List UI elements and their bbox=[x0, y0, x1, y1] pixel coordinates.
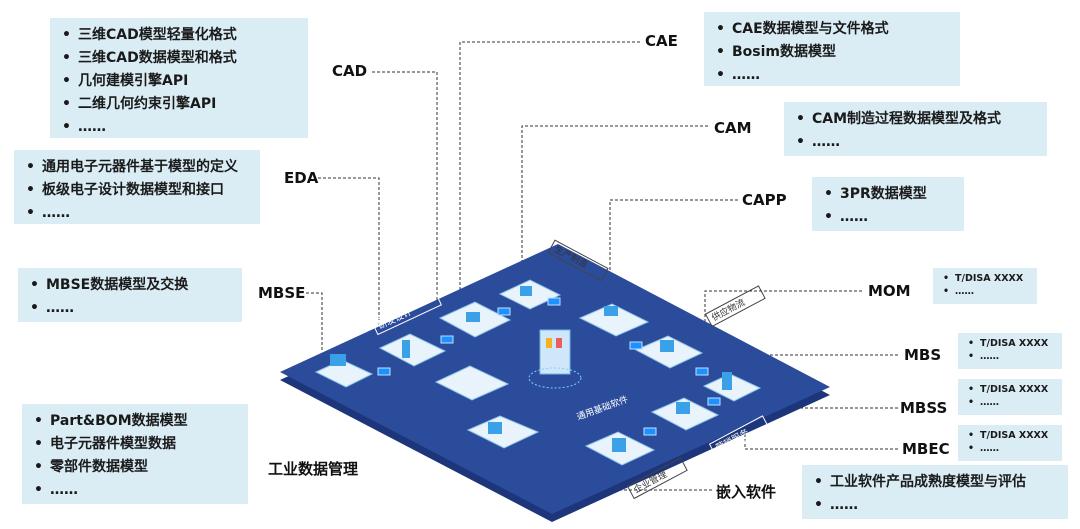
marker-2 bbox=[440, 335, 454, 344]
mbse-item: …… bbox=[28, 297, 232, 320]
label-cae: CAE bbox=[645, 32, 678, 50]
mbec-item: T/DISA XXXX bbox=[966, 429, 1054, 442]
capp-item: 3PR数据模型 bbox=[822, 183, 954, 206]
cam-connector bbox=[521, 125, 708, 282]
robot-icon bbox=[660, 340, 674, 352]
tile-industrial bbox=[466, 415, 540, 449]
marker-7 bbox=[707, 397, 721, 406]
embedded-item: …… bbox=[812, 494, 1058, 517]
tag-supply: 供应物流 bbox=[710, 296, 747, 324]
label-embedded: 嵌入软件 bbox=[716, 483, 777, 501]
cabinet-icon bbox=[402, 340, 410, 358]
marker-5 bbox=[629, 341, 643, 350]
marker-3 bbox=[497, 307, 511, 316]
industrial-box: Part&BOM数据模型 电子元器件模型数据 零部件数据模型 …… bbox=[22, 404, 248, 504]
marker-6 bbox=[695, 367, 709, 376]
tile-prod2 bbox=[578, 303, 650, 337]
marker-1 bbox=[377, 367, 391, 376]
embedded-box: 工业软件产品成熟度模型与评估 …… bbox=[802, 465, 1068, 519]
marker-8 bbox=[643, 427, 657, 436]
node-icon bbox=[612, 438, 626, 452]
label-eda: EDA bbox=[284, 169, 319, 187]
mbss-item: T/DISA XXXX bbox=[966, 383, 1054, 396]
cae-box: CAE数据模型与文件格式 Bosim数据模型 …… bbox=[704, 12, 960, 87]
server-icon bbox=[466, 312, 480, 322]
industrial-item: Part&BOM数据模型 bbox=[32, 410, 238, 433]
mbs-item: T/DISA XXXX bbox=[966, 337, 1054, 350]
screen-icon bbox=[330, 354, 346, 366]
cad-item: 三维CAD数据模型和格式 bbox=[60, 47, 298, 70]
cae-item: CAE数据模型与文件格式 bbox=[714, 18, 950, 41]
cam-box: CAM制造过程数据模型及格式 …… bbox=[784, 102, 1047, 156]
mbec-connector bbox=[744, 432, 898, 450]
cam-item: CAM制造过程数据模型及格式 bbox=[794, 108, 1037, 131]
cae-item: …… bbox=[714, 64, 950, 87]
mbss-item: …… bbox=[966, 396, 1054, 409]
eda-box: 通用电子元器件基于模型的定义 板级电子设计数据模型和接口 …… bbox=[14, 150, 260, 225]
industrial-item: …… bbox=[32, 479, 238, 502]
mbss-box: T/DISA XXXX …… bbox=[958, 379, 1062, 415]
mbse-box: MBSE数据模型及交换 …… bbox=[18, 268, 242, 322]
cad-item: 三维CAD模型轻量化格式 bbox=[60, 24, 298, 47]
label-mbss: MBSS bbox=[900, 399, 948, 417]
label-industrial-data: 工业数据管理 bbox=[268, 460, 359, 478]
cad-connector bbox=[372, 71, 438, 325]
center-hub bbox=[528, 329, 582, 389]
mbec-box: T/DISA XXXX …… bbox=[958, 425, 1062, 461]
mbs-item: …… bbox=[966, 350, 1054, 363]
label-cad: CAD bbox=[332, 62, 368, 80]
device-icon bbox=[520, 286, 532, 296]
cae-item: Bosim数据模型 bbox=[714, 41, 950, 64]
capp-item: …… bbox=[822, 206, 954, 229]
mbse-connector bbox=[306, 292, 323, 350]
cad-box: 三维CAD模型轻量化格式 三维CAD数据模型和格式 几何建模引擎API 二维几何… bbox=[50, 18, 308, 139]
eda-connector bbox=[318, 177, 380, 345]
mom-item: T/DISA XXXX bbox=[941, 272, 1029, 285]
cad-item: …… bbox=[60, 116, 298, 139]
label-mbse: MBSE bbox=[258, 284, 306, 302]
rack-icon bbox=[722, 372, 732, 390]
mbse-item: MBSE数据模型及交换 bbox=[28, 274, 232, 297]
mom-item: …… bbox=[941, 285, 1029, 298]
mbec-item: …… bbox=[966, 442, 1054, 455]
monitor-icon bbox=[676, 402, 690, 414]
tile-mid bbox=[434, 365, 510, 401]
tile-rd2 bbox=[378, 333, 447, 367]
label-capp: CAPP bbox=[742, 191, 787, 209]
cam-item: …… bbox=[794, 131, 1037, 154]
eda-item: …… bbox=[24, 202, 250, 225]
label-cam: CAM bbox=[714, 119, 752, 137]
cad-item: 二维几何约束引擎API bbox=[60, 93, 298, 116]
marker-4 bbox=[547, 297, 561, 306]
eda-item: 通用电子元器件基于模型的定义 bbox=[24, 156, 250, 179]
capp-box: 3PR数据模型 …… bbox=[812, 177, 964, 231]
storage-icon bbox=[488, 422, 502, 434]
mom-box: T/DISA XXXX …… bbox=[933, 268, 1037, 304]
industrial-item: 电子元器件模型数据 bbox=[32, 433, 238, 456]
cae-connector bbox=[459, 41, 640, 292]
platform-top bbox=[280, 244, 830, 514]
label-mbs: MBS bbox=[904, 346, 942, 364]
label-mom: MOM bbox=[868, 282, 911, 300]
machine-icon bbox=[604, 306, 618, 316]
embedded-item: 工业软件产品成熟度模型与评估 bbox=[812, 471, 1058, 494]
cad-item: 几何建模引擎API bbox=[60, 70, 298, 93]
label-mbec: MBEC bbox=[902, 440, 950, 458]
eda-item: 板级电子设计数据模型和接口 bbox=[24, 179, 250, 202]
mbs-box: T/DISA XXXX …… bbox=[958, 333, 1062, 369]
industrial-item: 零部件数据模型 bbox=[32, 456, 238, 479]
